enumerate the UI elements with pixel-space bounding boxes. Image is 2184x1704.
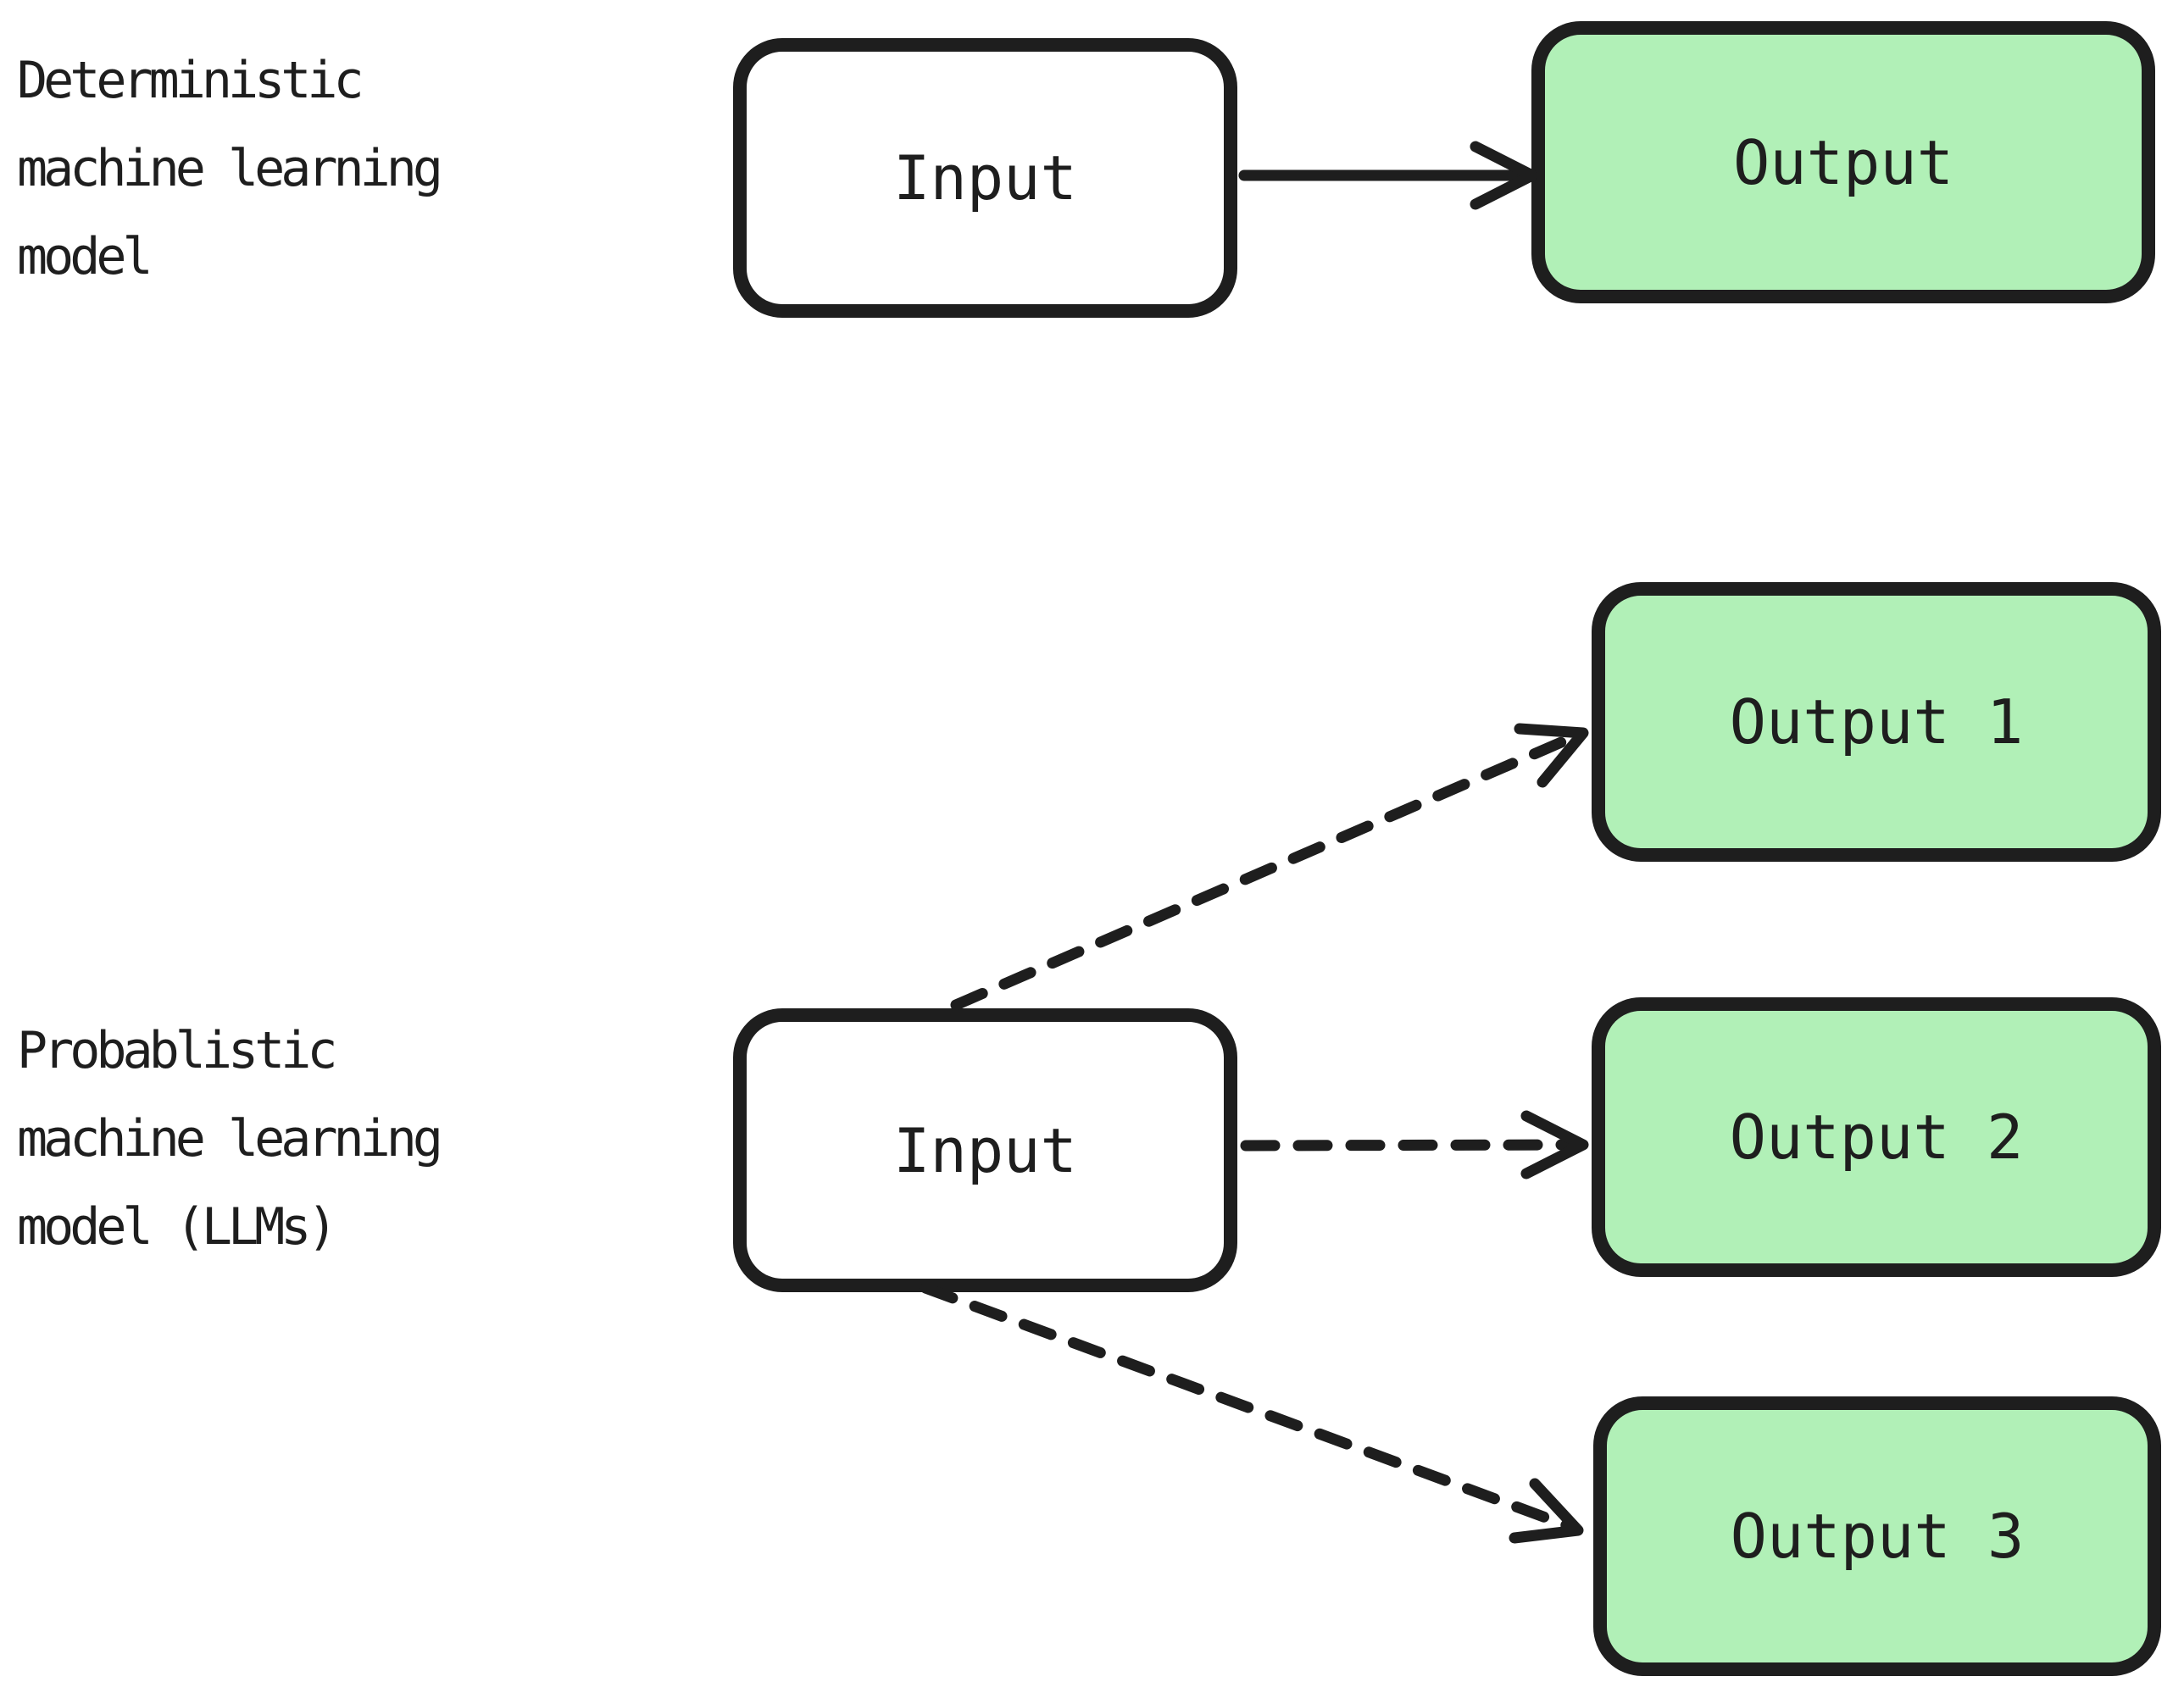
probabilistic-output-1-label: Output 1 — [1729, 686, 2024, 758]
dashed-arrowhead-2-icon — [1520, 1110, 1589, 1179]
dashed-arrow-input-to-output-1 — [950, 723, 1589, 1011]
deterministic-label-line-2: machine learning — [17, 139, 443, 198]
deterministic-section-label: Deterministic machine learning model — [17, 36, 443, 301]
deterministic-label-line-1: Deterministic — [17, 51, 364, 110]
probabilistic-output-2-label: Output 2 — [1729, 1102, 2024, 1173]
deterministic-input-box: Input — [733, 38, 1237, 318]
dashed-arrowhead-3-icon — [1509, 1478, 1584, 1544]
probabilistic-label-line-3: model (LLMs) — [17, 1197, 337, 1257]
dashed-arrow-input-to-output-2 — [1240, 1110, 1589, 1179]
dashed-arrow-2-shaft — [1240, 1139, 1575, 1152]
probabilistic-output-1-box: Output 1 — [1592, 582, 2161, 862]
probabilistic-section-label: Probablistic machine learning model (LLM… — [17, 1007, 443, 1271]
solid-arrowhead-icon — [1470, 141, 1538, 210]
dashed-arrow-1-shaft — [950, 731, 1579, 1011]
dashed-arrow-input-to-output-3 — [920, 1282, 1584, 1544]
dashed-arrowhead-1-icon — [1514, 723, 1589, 788]
deterministic-output-label: Output — [1732, 126, 1954, 198]
probabilistic-output-3-box: Output 3 — [1593, 1396, 2161, 1676]
deterministic-input-label: Input — [893, 142, 1077, 214]
deterministic-label-line-3: model — [17, 227, 153, 286]
probabilistic-output-3-label: Output 3 — [1730, 1501, 2025, 1572]
probabilistic-input-label: Input — [893, 1114, 1077, 1186]
deterministic-output-box: Output — [1531, 21, 2155, 303]
probabilistic-output-2-box: Output 2 — [1592, 997, 2161, 1277]
probabilistic-label-line-1: Probablistic — [17, 1021, 337, 1080]
solid-arrow-input-to-output — [1238, 141, 1538, 210]
dashed-arrow-3-shaft — [920, 1282, 1572, 1531]
probabilistic-label-line-2: machine learning — [17, 1109, 443, 1168]
probabilistic-input-box: Input — [733, 1008, 1237, 1292]
